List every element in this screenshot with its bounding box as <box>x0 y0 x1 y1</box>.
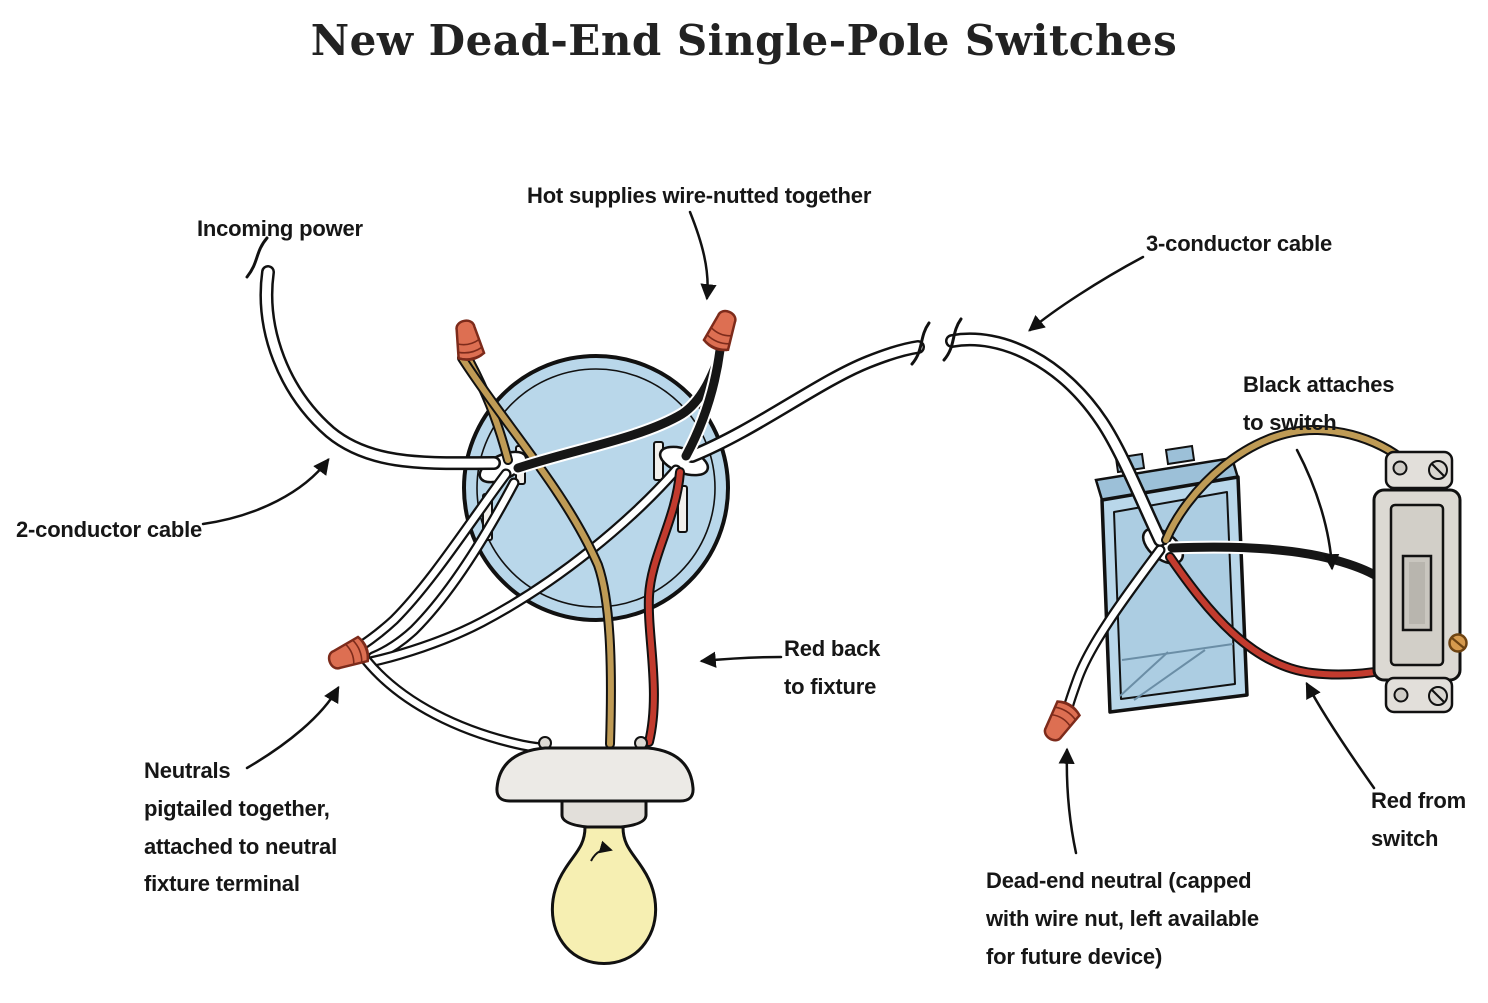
label-black-attaches: Black attaches to switch <box>1243 372 1395 435</box>
label-two-conductor: 2-conductor cable <box>16 517 203 542</box>
diagram-title: New Dead-End Single-Pole Switches <box>310 16 1178 65</box>
knockout-tab <box>1164 444 1196 466</box>
wire-nut-hot <box>701 305 743 355</box>
dead-end-neutral-wire <box>1062 544 1166 714</box>
mounting-hole <box>1392 460 1408 476</box>
wire-nut-dead-end <box>1037 697 1083 747</box>
red-wire-to-fixture <box>643 467 685 747</box>
incoming-power-cable <box>259 265 501 471</box>
label-red-from-switch: Red from switch <box>1371 788 1466 851</box>
arrow-red-back <box>699 651 783 668</box>
hot-black-wires <box>511 343 729 475</box>
neutral-wires <box>355 464 682 754</box>
label-neutrals: Neutrals pigtailed together, attached to… <box>144 758 338 897</box>
ceiling-box <box>462 354 730 622</box>
switch-device <box>1372 450 1468 714</box>
label-incoming-power: Incoming power <box>197 216 363 241</box>
switch-box <box>1094 444 1249 714</box>
cable-break-marks <box>245 236 963 366</box>
arrow-two-conductor <box>201 458 330 526</box>
tan-wires <box>457 353 616 749</box>
annotation-arrows <box>201 210 1376 855</box>
light-fixture <box>495 736 695 965</box>
arrow-red-from-switch <box>1305 681 1376 790</box>
light-bulb <box>550 825 658 965</box>
mounting-hole <box>1393 687 1409 703</box>
arrow-neutrals <box>245 685 340 770</box>
arrow-black-attaches <box>1295 448 1340 571</box>
label-hot-supplies: Hot supplies wire-nutted together <box>527 183 872 208</box>
arrow-hot-supplies <box>688 210 717 301</box>
label-dead-end: Dead-end neutral (capped with wire nut, … <box>986 868 1259 969</box>
label-red-back: Red back to fixture <box>784 636 881 699</box>
black-wire-to-switch <box>1165 540 1388 586</box>
wire-nut-tan <box>449 316 487 364</box>
arrow-dead-end <box>1058 747 1078 855</box>
three-conductor-cable <box>685 332 1167 547</box>
arrow-three-conductor <box>1028 255 1145 332</box>
bulb-filament-arrow <box>590 840 613 862</box>
label-three-conductor: 3-conductor cable <box>1146 231 1333 256</box>
